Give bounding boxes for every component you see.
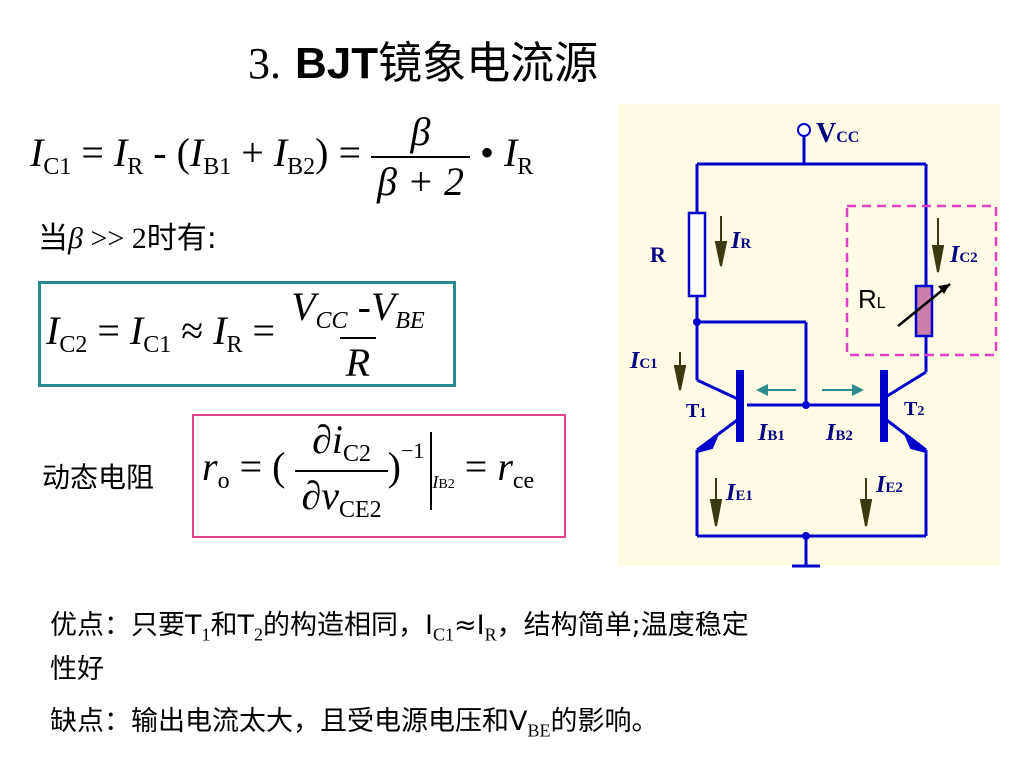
vcc-terminal: [797, 123, 811, 137]
title-number: 3.: [248, 39, 281, 88]
resistor-r: [687, 211, 707, 298]
t1-label: T1: [686, 400, 707, 422]
pros-text: 优点：只要T1和T2的构造相同，IC1≈IR，结构简单;温度稳定: [50, 610, 749, 645]
rl-arrowhead-icon: [938, 284, 950, 294]
current-arrows: [673, 216, 945, 527]
title-bjt: BJT: [295, 39, 379, 88]
circuit-background: [618, 104, 1000, 566]
ib2-label: IB2: [826, 420, 853, 446]
dynamic-resistance-label: 动态电阻: [42, 461, 155, 494]
junction-dot: [693, 318, 701, 326]
ie2-label: IE2: [876, 472, 903, 498]
page-title: 3. BJT镜象电流源: [248, 42, 598, 86]
vcc-label: VCC: [816, 118, 860, 149]
partial-fraction: ∂iC2 ∂vCE2: [295, 420, 388, 522]
pros-text-line2: 性好: [50, 654, 104, 685]
condition-text: 当β >> 2时有:: [38, 221, 217, 256]
junction-dot: [802, 532, 810, 540]
rl-label: RL: [858, 284, 886, 314]
t2-label: T2: [904, 398, 925, 420]
vcc-vbe-fraction: VCC -VBE R: [291, 284, 425, 385]
ib1-label: IB1: [758, 420, 785, 446]
ic2-label: IC2: [950, 242, 978, 268]
t2-emitter-arrow-icon: [904, 433, 927, 453]
ir-label: IR: [731, 228, 752, 254]
equation-ic2: IC2 = IC1 ≈ IR = VCC -VBE R: [46, 287, 431, 383]
ie1-label: IE1: [726, 480, 753, 506]
r-label: R: [650, 242, 666, 267]
rl-variable-arrow: [897, 283, 951, 327]
junction-dot: [802, 401, 810, 409]
equation-box-pink: [192, 414, 566, 538]
equation-ic1: IC1 = IR - (IB1 + IB2) = β β + 2 • IR: [30, 109, 534, 204]
ic1-label: IC1: [630, 348, 658, 374]
beta-fraction: β β + 2: [371, 112, 470, 202]
equation-box-teal: [38, 281, 456, 387]
title-text: 镜象电流源: [378, 38, 599, 89]
t1-emitter-arrow-icon: [696, 433, 719, 453]
cons-text: 缺点：输出电流太大，且受电源电压和VBE的影响。: [50, 706, 659, 741]
equation-ro: ro = ( ∂iC2 ∂vCE2 )−1IB2 = rce: [202, 417, 535, 523]
